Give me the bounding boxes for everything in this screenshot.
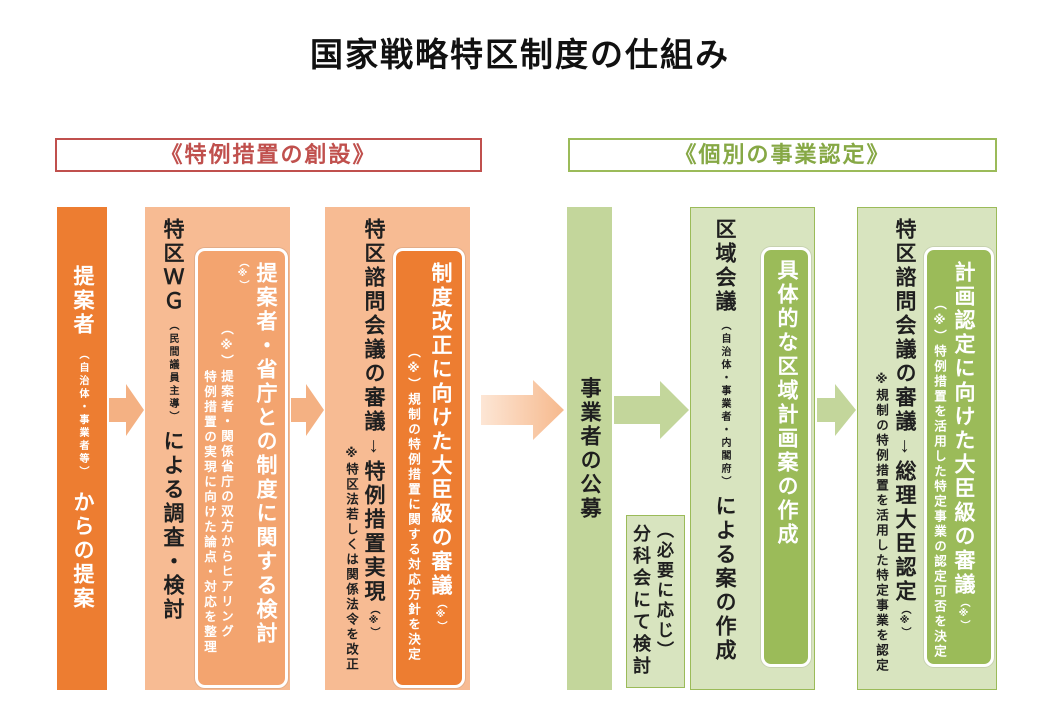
zone-council-action: による案の作成 bbox=[713, 495, 736, 663]
arrow-wg-to-council-icon bbox=[291, 384, 324, 436]
zone-plan-box: 具体的な区域計画案の作成 bbox=[761, 247, 811, 667]
council-reform-note: ※特区法若しくは関係法令を改正 bbox=[344, 445, 358, 673]
arrow-zone-council-to-approval-icon bbox=[817, 384, 856, 436]
wg-discussion-label: 提案者・省庁との制度に関する検討 bbox=[254, 262, 277, 646]
council-approval-box: 特区諮問会議の審議↓総理大臣認定（※） ※規制の特例措置を活用した特定事業を認定… bbox=[857, 207, 997, 690]
council-approval-deliberation: 特区諮問会議の審議 bbox=[893, 218, 916, 434]
section-header-special-measures: 《特例措置の創設》 bbox=[55, 138, 482, 172]
wg-discussion-box: 提案者・省庁との制度に関する検討 （※） （※）提案者・関係省庁の双方からヒアリ… bbox=[195, 248, 288, 688]
section-header-special-measures-label: 《特例措置の創設》 bbox=[160, 142, 377, 167]
council-reform-deliberation: 特区諮問会議の審議 bbox=[362, 218, 385, 434]
reform-deliberation-note: （※）規制の特例措置に関する対応方針を決定 bbox=[406, 345, 420, 663]
wg-leadership: （民間議員主導） bbox=[167, 320, 178, 424]
council-reform-mark: （※） bbox=[368, 604, 379, 638]
approval-deliberation-label: 計画認定に向けた大臣級の審議 bbox=[952, 261, 975, 597]
section-header-project-approval: 《個別の事業認定》 bbox=[568, 138, 997, 172]
subcommittee-condition: （必要に応じ） bbox=[654, 521, 673, 661]
subcommittee-label: 分科会にて検討 bbox=[631, 524, 651, 678]
reform-deliberation-label: 制度改正に向けた大臣級の審議 bbox=[429, 262, 452, 598]
zone-council-label: 区域会議 bbox=[713, 218, 736, 314]
council-reform-text: 特区諮問会議の審議↓特例措置実現（※） bbox=[360, 218, 386, 638]
reform-deliberation-text: 制度改正に向けた大臣級の審議（※） bbox=[427, 262, 453, 632]
wg-discussion-note-hearing: （※）提案者・関係省庁の双方からヒアリング bbox=[219, 322, 233, 640]
council-approval-result: 総理大臣認定 bbox=[893, 460, 916, 604]
proposer-label: 提案者 bbox=[71, 265, 94, 337]
reform-deliberation-box: 制度改正に向けた大臣級の審議（※） （※）規制の特例措置に関する対応方針を決定 bbox=[393, 248, 465, 688]
wg-discussion-note-issues: 特例措置の実現に向けた論点・対応を整理 bbox=[202, 370, 216, 655]
wg-discussion-mark: （※） bbox=[237, 257, 248, 291]
approval-deliberation-box: 計画認定に向けた大臣級の審議（※） （※）特例措置を活用した特定事業の認定可否を… bbox=[924, 247, 994, 667]
wg-action: による調査・検討 bbox=[161, 430, 184, 622]
recruitment-box: 事業者の公募 bbox=[567, 207, 612, 690]
reform-deliberation-mark: （※） bbox=[435, 598, 446, 632]
council-approval-text: 特区諮問会議の審議↓総理大臣認定（※） bbox=[891, 218, 917, 638]
wg-box: 特区ＷＧ （民間議員主導） による調査・検討 提案者・省庁との制度に関する検討 （※… bbox=[145, 207, 290, 690]
arrow-proposer-to-wg-icon bbox=[109, 384, 144, 436]
subcommittee-box: （必要に応じ） 分科会にて検討 bbox=[626, 515, 685, 688]
zone-plan-label: 具体的な区域計画案の作成 bbox=[775, 259, 798, 547]
council-approval-mark: （※） bbox=[899, 604, 910, 638]
page-title: 国家戦略特区制度の仕組み bbox=[310, 36, 730, 73]
recruitment-label: 事業者の公募 bbox=[578, 377, 601, 521]
council-reform-result: 特例措置実現 bbox=[362, 460, 385, 604]
zone-council-text: 区域会議 （自治体・事業者・内閣府） による案の作成 bbox=[711, 218, 737, 663]
zone-council-box: 区域会議 （自治体・事業者・内閣府） による案の作成 具体的な区域計画案の作成 bbox=[690, 207, 815, 690]
zone-council-members: （自治体・事業者・内閣府） bbox=[719, 320, 730, 489]
arrow-phase-transition-icon bbox=[481, 380, 564, 440]
arrow-recruitment-to-zone-council-icon bbox=[614, 381, 689, 439]
proposer-box: 提案者 （自治体・事業者等） からの提案 bbox=[57, 207, 107, 690]
approval-deliberation-text: 計画認定に向けた大臣級の審議（※） bbox=[950, 261, 976, 631]
approval-deliberation-note: （※）特例措置を活用した特定事業の認定可否を決定 bbox=[932, 297, 946, 660]
proposer-examples: （自治体・事業者等） bbox=[77, 349, 88, 479]
council-approval-note: ※規制の特例措置を活用した特定事業を認定 bbox=[874, 371, 888, 674]
wg-text: 特区ＷＧ （民間議員主導） による調査・検討 bbox=[159, 218, 185, 622]
council-reform-arrow: ↓ bbox=[362, 434, 385, 460]
council-approval-arrow: ↓ bbox=[893, 434, 916, 460]
approval-deliberation-mark: （※） bbox=[958, 597, 969, 631]
proposer-text: 提案者 （自治体・事業者等） からの提案 bbox=[69, 265, 95, 611]
proposer-action: からの提案 bbox=[71, 491, 94, 611]
council-reform-box: 特区諮問会議の審議↓特例措置実現（※） ※特区法若しくは関係法令を改正 制度改正… bbox=[325, 207, 470, 690]
section-header-project-approval-label: 《個別の事業認定》 bbox=[674, 142, 891, 167]
wg-label: 特区ＷＧ bbox=[161, 218, 184, 314]
